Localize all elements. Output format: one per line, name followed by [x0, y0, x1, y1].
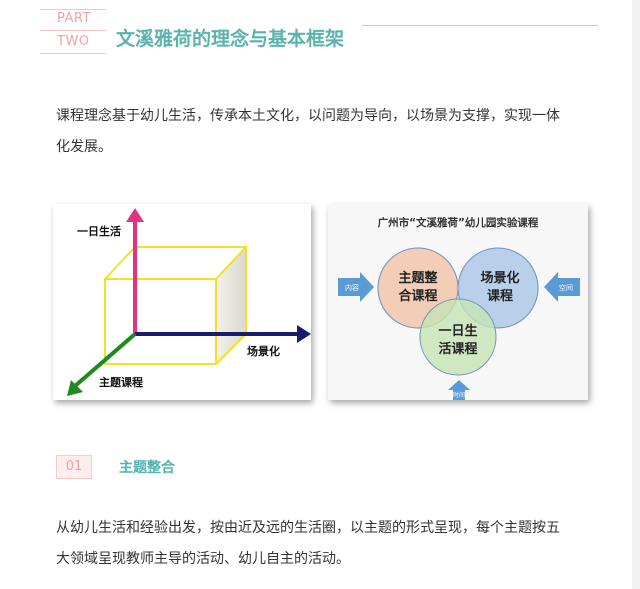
section-line-2: 大领域呈现教师主导的活动、幼儿自主的活动。	[56, 551, 350, 567]
axis-label-daily-life: 一日生活	[77, 224, 121, 238]
intro-line-2: 化发展。	[56, 139, 112, 155]
depth-axis	[73, 332, 137, 388]
theme-label-line-1: 主题整	[398, 270, 438, 286]
scrollbar[interactable]	[632, 0, 640, 589]
theme-label-line-2: 合课程	[398, 288, 437, 304]
title-rule	[362, 25, 598, 26]
circle-daily-life-curriculum	[419, 298, 497, 376]
axis-label-theme: 主题课程	[99, 375, 143, 389]
daily-label-line-2: 活课程	[438, 341, 477, 357]
content-arrow-icon	[338, 272, 374, 302]
part-label: PART	[57, 11, 91, 26]
cube-edges	[104, 246, 247, 365]
venn-diagram: 广州市“文溪雅荷”幼儿园实验课程 主题整 合课程 场景化 课程 一日生 活课程 …	[338, 216, 580, 400]
part-top-line	[40, 9, 106, 10]
curriculum-venn-figure: 广州市“文溪雅荷”幼儿园实验课程 主题整 合课程 场景化 课程 一日生 活课程 …	[328, 204, 588, 400]
cube-side-face	[216, 247, 246, 364]
intro-line-1: 课程理念基于幼儿生活，传承本土文化，以问题为导向，以场景为支撑，实现一体	[56, 108, 560, 124]
section-title: 主题整合	[119, 460, 175, 476]
time-arrow-label: 时间	[453, 391, 465, 399]
part-mid-line	[40, 30, 106, 31]
section-line-1: 从幼儿生活和经验出发，按由近及远的生活圈，以主题的形式呈现，每个主题按五	[56, 520, 560, 536]
section-paragraph: 从幼儿生活和经验出发，按由近及远的生活圈，以主题的形式呈现，每个主题按五 大领域…	[56, 513, 596, 575]
scene-label-line-2: 课程	[487, 289, 513, 304]
scene-label-line-1: 场景化	[480, 270, 519, 286]
horizontal-axis-arrowhead	[297, 325, 311, 343]
daily-label-line-1: 一日生	[438, 323, 477, 339]
page-title: 文溪雅荷的理念与基本框架	[116, 28, 345, 50]
part-number: TWO	[57, 34, 90, 49]
framework-axes-figure: 一日生活 场景化 主题课程	[53, 204, 311, 400]
intro-paragraph: 课程理念基于幼儿生活，传承本土文化，以问题为导向，以场景为支撑，实现一体 化发展…	[56, 101, 596, 163]
space-arrow-icon	[544, 272, 580, 302]
depth-axis-arrowhead	[67, 380, 83, 396]
space-arrow-label: 空间	[559, 283, 573, 292]
vertical-axis-arrowhead	[126, 208, 144, 222]
axis-label-scene: 场景化	[247, 344, 280, 358]
content-arrow-label: 内容	[345, 283, 359, 292]
part-bottom-line	[40, 53, 106, 54]
time-arrow-icon	[448, 380, 470, 400]
venn-title: 广州市“文溪雅荷”幼儿园实验课程	[378, 216, 539, 229]
section-number-badge: 01	[56, 455, 92, 479]
axes-diagram: 一日生活 场景化 主题课程	[67, 208, 311, 396]
